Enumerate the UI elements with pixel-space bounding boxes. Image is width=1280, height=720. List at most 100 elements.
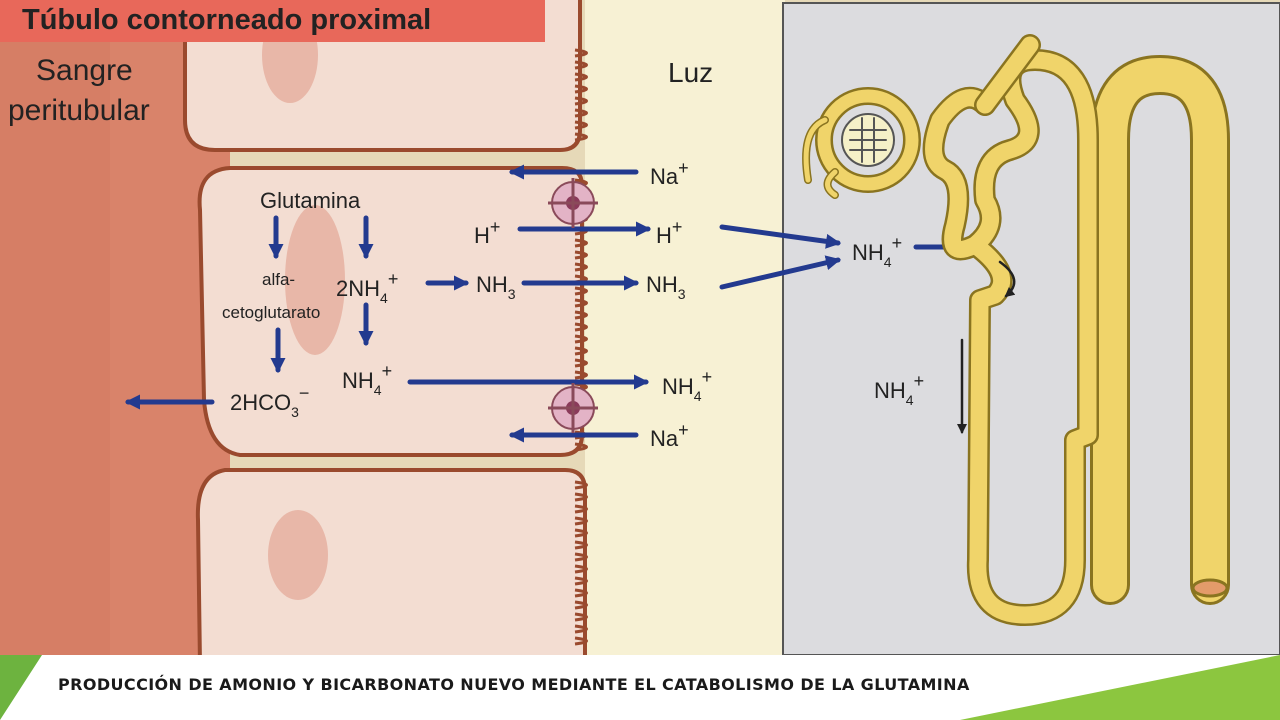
microvillus xyxy=(574,612,588,622)
h-cell-sup: + xyxy=(490,217,501,237)
alfa-label: alfa- cetoglutarato xyxy=(222,270,320,322)
nh3-cell-sub: 3 xyxy=(508,286,516,302)
nh3-cell-base: NH xyxy=(476,272,508,297)
microvillus xyxy=(574,120,588,130)
microvillus xyxy=(574,346,588,356)
nh4-cell-sup: + xyxy=(382,361,393,381)
microvillus xyxy=(574,84,588,94)
hco3-sup: − xyxy=(299,383,310,403)
microvillus xyxy=(574,588,588,598)
nh4-lumen-sup: + xyxy=(702,367,713,387)
microvillus xyxy=(574,334,588,344)
nucleus-middle xyxy=(285,205,345,355)
microvillus xyxy=(574,442,588,452)
na-bottom-base: Na xyxy=(650,426,679,451)
nh4-nephron-sup: + xyxy=(892,233,903,253)
microvillus xyxy=(574,480,588,490)
nh4-double-sup: + xyxy=(388,269,399,289)
microvillus xyxy=(574,552,588,562)
nucleus-bottom xyxy=(268,510,328,600)
nh4-cell-sub: 4 xyxy=(374,382,382,398)
blood-label-line2: peritubular xyxy=(8,94,150,127)
nh4-nephron-label: NH4+ xyxy=(852,233,902,270)
nh4-loop-sub: 4 xyxy=(906,392,914,408)
microvillus xyxy=(574,238,588,248)
microvillus xyxy=(574,60,588,70)
h-lumen-base: H xyxy=(656,223,672,248)
alfa-label-line1: alfa- xyxy=(262,270,295,289)
microvillus xyxy=(574,528,588,538)
microvillus xyxy=(574,310,588,320)
nh4-lumen-label: NH4+ xyxy=(662,367,712,404)
microvillus xyxy=(574,132,588,142)
transporter-icon xyxy=(548,178,598,228)
alfa-label-line2: cetoglutarato xyxy=(222,303,320,322)
footer-caption: PRODUCCIÓN DE AMONIO Y BICARBONATO NUEVO… xyxy=(58,675,970,694)
nh4-double-base: 2NH xyxy=(336,276,380,301)
microvillus xyxy=(574,576,588,586)
microvillus xyxy=(574,370,588,380)
epithelial-cells xyxy=(183,0,587,655)
microvillus xyxy=(574,96,588,106)
nh4-double-sub: 4 xyxy=(380,290,388,306)
diagram: Túbulo contorneado proximal Sangre perit… xyxy=(0,0,1280,655)
nephron-icon xyxy=(802,34,1230,626)
na-bottom-sup: + xyxy=(678,420,689,440)
hco3-sub: 3 xyxy=(291,404,299,420)
flux-arrows xyxy=(125,164,969,443)
h-cell-label: H+ xyxy=(474,217,500,248)
microvillus xyxy=(574,492,588,502)
nh4-cell-base: NH xyxy=(342,368,374,393)
arrow-icon xyxy=(719,255,841,290)
microvillus xyxy=(574,262,588,272)
na-top-sup: + xyxy=(678,158,689,178)
nh3-lumen-base: NH xyxy=(646,272,678,297)
blood-label: Sangre peritubular xyxy=(8,54,150,127)
lumen-region xyxy=(585,0,785,655)
microvillus xyxy=(574,564,588,574)
diagram-title: Túbulo contorneado proximal xyxy=(22,4,431,36)
microvillus xyxy=(574,298,588,308)
arrow-icon xyxy=(719,224,841,249)
microvillus xyxy=(574,504,588,514)
hco3-label: 2HCO3− xyxy=(230,383,309,420)
microvillus xyxy=(574,636,588,646)
transporter-icon xyxy=(548,383,598,433)
h-lumen-sup: + xyxy=(672,217,683,237)
hco3-base: 2HCO xyxy=(230,390,291,415)
nh3-lumen-label: NH3 xyxy=(646,272,686,302)
na-top-base: Na xyxy=(650,164,679,189)
diagram-svg: Túbulo contorneado proximal Sangre perit… xyxy=(0,0,1280,655)
microvillus xyxy=(574,48,588,58)
microvillus xyxy=(574,286,588,296)
nh4-nephron-sub: 4 xyxy=(884,254,892,270)
glutamina-label: Glutamina xyxy=(260,188,361,213)
microvillus xyxy=(574,108,588,118)
microvillus xyxy=(574,624,588,634)
h-lumen-label: H+ xyxy=(656,217,682,248)
microvillus xyxy=(574,600,588,610)
nh4-lumen-sub: 4 xyxy=(694,388,702,404)
footer-bar: PRODUCCIÓN DE AMONIO Y BICARBONATO NUEVO… xyxy=(0,655,1280,720)
nh4-loop-label: NH4+ xyxy=(874,371,924,408)
na-top-label: Na+ xyxy=(650,158,689,189)
blood-label-line1: Sangre xyxy=(36,54,133,87)
title-bar xyxy=(0,0,545,42)
footer-accent-right xyxy=(960,655,1280,720)
microvillus xyxy=(574,322,588,332)
nh4-lumen-base: NH xyxy=(662,374,694,399)
footer-accent-left xyxy=(0,655,42,720)
nh3-lumen-sub: 3 xyxy=(678,286,686,302)
nh4-cell-label: NH4+ xyxy=(342,361,392,398)
microvillus xyxy=(574,250,588,260)
h-cell-base: H xyxy=(474,223,490,248)
microvillus xyxy=(574,516,588,526)
lumen-label: Luz xyxy=(668,57,713,88)
nh4-double-label: 2NH4+ xyxy=(336,269,398,306)
nh4-nephron-base: NH xyxy=(852,240,884,265)
nh3-cell-label: NH3 xyxy=(476,272,516,302)
microvillus xyxy=(574,72,588,82)
na-bottom-label: Na+ xyxy=(650,420,689,451)
microvillus xyxy=(574,540,588,550)
microvillus xyxy=(574,358,588,368)
